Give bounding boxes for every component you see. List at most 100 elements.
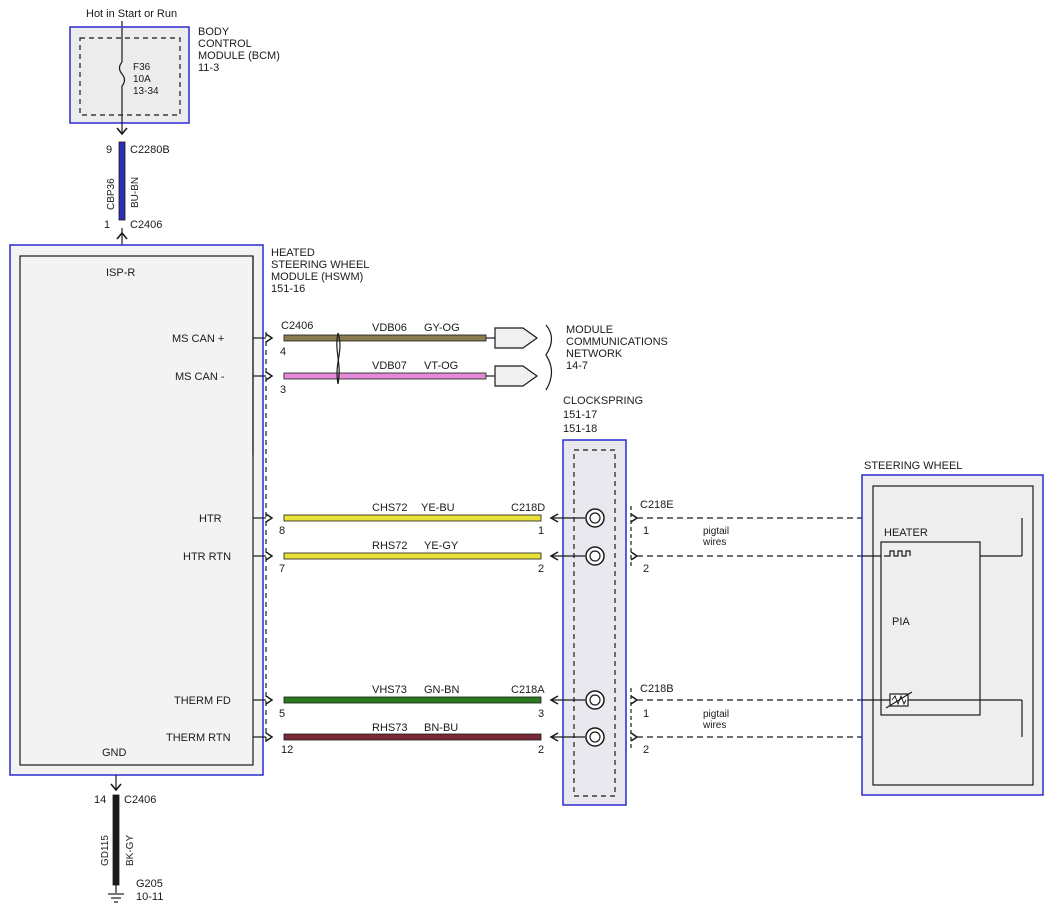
therm-out-pin-b: 2 [643, 744, 649, 756]
pia-label: PIA [892, 616, 910, 628]
feed-lower-connector: C2406 [130, 219, 162, 231]
therm-fd-pin: 5 [279, 708, 285, 720]
htr-cs-pin-b: 2 [538, 563, 544, 575]
hswm-power-pin-label: ISP-R [106, 267, 135, 279]
steering-wheel-module: HEATER PIA [861, 474, 1044, 796]
therm-rtn-wire [283, 733, 542, 741]
ground-circuit: GD115 [100, 835, 111, 866]
network-minus-connector-icon [494, 365, 539, 387]
therm-fd-arrow [265, 695, 274, 705]
htr-cs-pin-a: 1 [538, 525, 544, 537]
can-plus-circuit: VDB06 [372, 322, 407, 334]
ground-color: BK-GY [125, 835, 136, 866]
bcm-module: F36 10A 13-34 [69, 26, 190, 124]
htr-color: YE-BU [421, 502, 455, 514]
htr-cs-connector-out: C218E [640, 499, 674, 511]
feed-wire [118, 141, 126, 221]
can-plus-pin: 4 [280, 346, 286, 358]
htr-rtn-wire [283, 552, 542, 560]
htr-wire [283, 514, 542, 522]
can-minus-wire [283, 372, 487, 380]
therm-rtn-circuit: RHS73 [372, 722, 407, 734]
hswm-ground-pin-label: GND [102, 747, 127, 759]
hswm-name-line3: MODULE (HSWM) [271, 271, 363, 283]
htr-out-pin-b: 2 [643, 563, 649, 575]
steering-wheel-name: STEERING WHEEL [864, 460, 962, 472]
therm-rtn-cs-out-arrow [630, 732, 639, 742]
therm-fd-label: THERM FD [174, 695, 231, 707]
clockspring-name: CLOCKSPRING [563, 395, 643, 407]
therm-rtn-arrow [265, 732, 274, 742]
htr-rtn-circuit: RHS72 [372, 540, 407, 552]
bcm-box [69, 26, 190, 124]
htr-clockspring-coil-icon [585, 508, 605, 528]
can-minus-pin: 3 [280, 384, 286, 396]
therm-fd-wire [283, 696, 542, 704]
network-line2: COMMUNICATIONS [566, 336, 668, 348]
can-minus-circuit: VDB07 [372, 360, 407, 372]
ground-pin: 14 [94, 794, 106, 806]
therm-fd-clockspring-coil-icon [585, 690, 605, 710]
therm-cs-connector-out: C218B [640, 683, 674, 695]
htr-pin: 8 [279, 525, 285, 537]
network-brace-icon [545, 324, 553, 391]
bcm-name-line1: BODY [198, 26, 230, 38]
can-plus-arrow [265, 333, 274, 343]
can-plus-label: MS CAN + [172, 333, 224, 345]
therm-rtn-pin: 12 [281, 744, 293, 756]
network-line3: NETWORK [566, 348, 623, 360]
hswm-module: ISP-R GND [9, 244, 264, 776]
therm-fd-circuit: VHS73 [372, 684, 407, 696]
bcm-name-line3: MODULE (BCM) [198, 50, 280, 62]
therm-rtn-clockspring-coil-icon [585, 727, 605, 747]
bcm-inner-dashed [79, 37, 181, 116]
fuse-ref: 13-34 [133, 86, 159, 97]
htr-out-pin-a: 1 [643, 525, 649, 537]
heater-element-icon [884, 550, 911, 557]
therm-rtn-color: BN-BU [424, 722, 458, 734]
network-ref: 14-7 [566, 360, 588, 372]
network-line1: MODULE [566, 324, 613, 336]
htr-pigtail-line2: wires [702, 537, 726, 548]
clockspring-ref1: 151-17 [563, 409, 597, 421]
fuse-icon [118, 61, 126, 87]
ground-wire [112, 794, 120, 886]
therm-cs-connector-in: C218A [511, 684, 545, 696]
htr-cs-connector-in: C218D [511, 502, 545, 514]
ground-connector-arrow [110, 783, 122, 792]
therm-cs-pin-b: 2 [538, 744, 544, 756]
power-source-label: Hot in Start or Run [86, 8, 177, 20]
htr-rtn-pin: 7 [279, 563, 285, 575]
bcm-ref: 11-3 [198, 62, 219, 74]
bcm-name-line2: CONTROL [198, 38, 252, 50]
clockspring-inner-dashed [573, 449, 616, 797]
feed-upper-connector: C2280B [130, 144, 170, 156]
therm-rtn-label: THERM RTN [166, 732, 231, 744]
fuse-id: F36 [133, 62, 151, 73]
clockspring-box [562, 439, 627, 806]
ground-connector: C2406 [124, 794, 156, 806]
ground-symbol-icon [108, 893, 124, 903]
feed-color: BU-BN [130, 177, 141, 208]
can-plus-color: GY-OG [424, 322, 460, 334]
therm-cs-pin-a: 3 [538, 708, 544, 720]
therm-pigtail-line2: wires [702, 720, 726, 731]
therm-out-pin-a: 1 [643, 708, 649, 720]
feed-circuit: CBP36 [106, 178, 117, 210]
therm-pigtail-line1: pigtail [703, 709, 729, 720]
hswm-inner [19, 255, 254, 766]
htr-rtn-clockspring-coil-icon [585, 546, 605, 566]
htr-rtn-label: HTR RTN [183, 551, 231, 563]
htr-pigtail-line1: pigtail [703, 526, 729, 537]
pia-box [880, 541, 981, 716]
can-minus-arrow [265, 371, 274, 381]
therm-fd-cs-out-arrow [630, 695, 639, 705]
ground-ref: 10-11 [136, 891, 163, 903]
hswm-name-line1: HEATED [271, 247, 315, 259]
htr-rtn-arrow [265, 551, 274, 561]
htr-rtn-color: YE-GY [424, 540, 459, 552]
heater-label: HEATER [884, 527, 928, 539]
therm-fd-color: GN-BN [424, 684, 460, 696]
hswm-connector-label: C2406 [281, 320, 313, 332]
